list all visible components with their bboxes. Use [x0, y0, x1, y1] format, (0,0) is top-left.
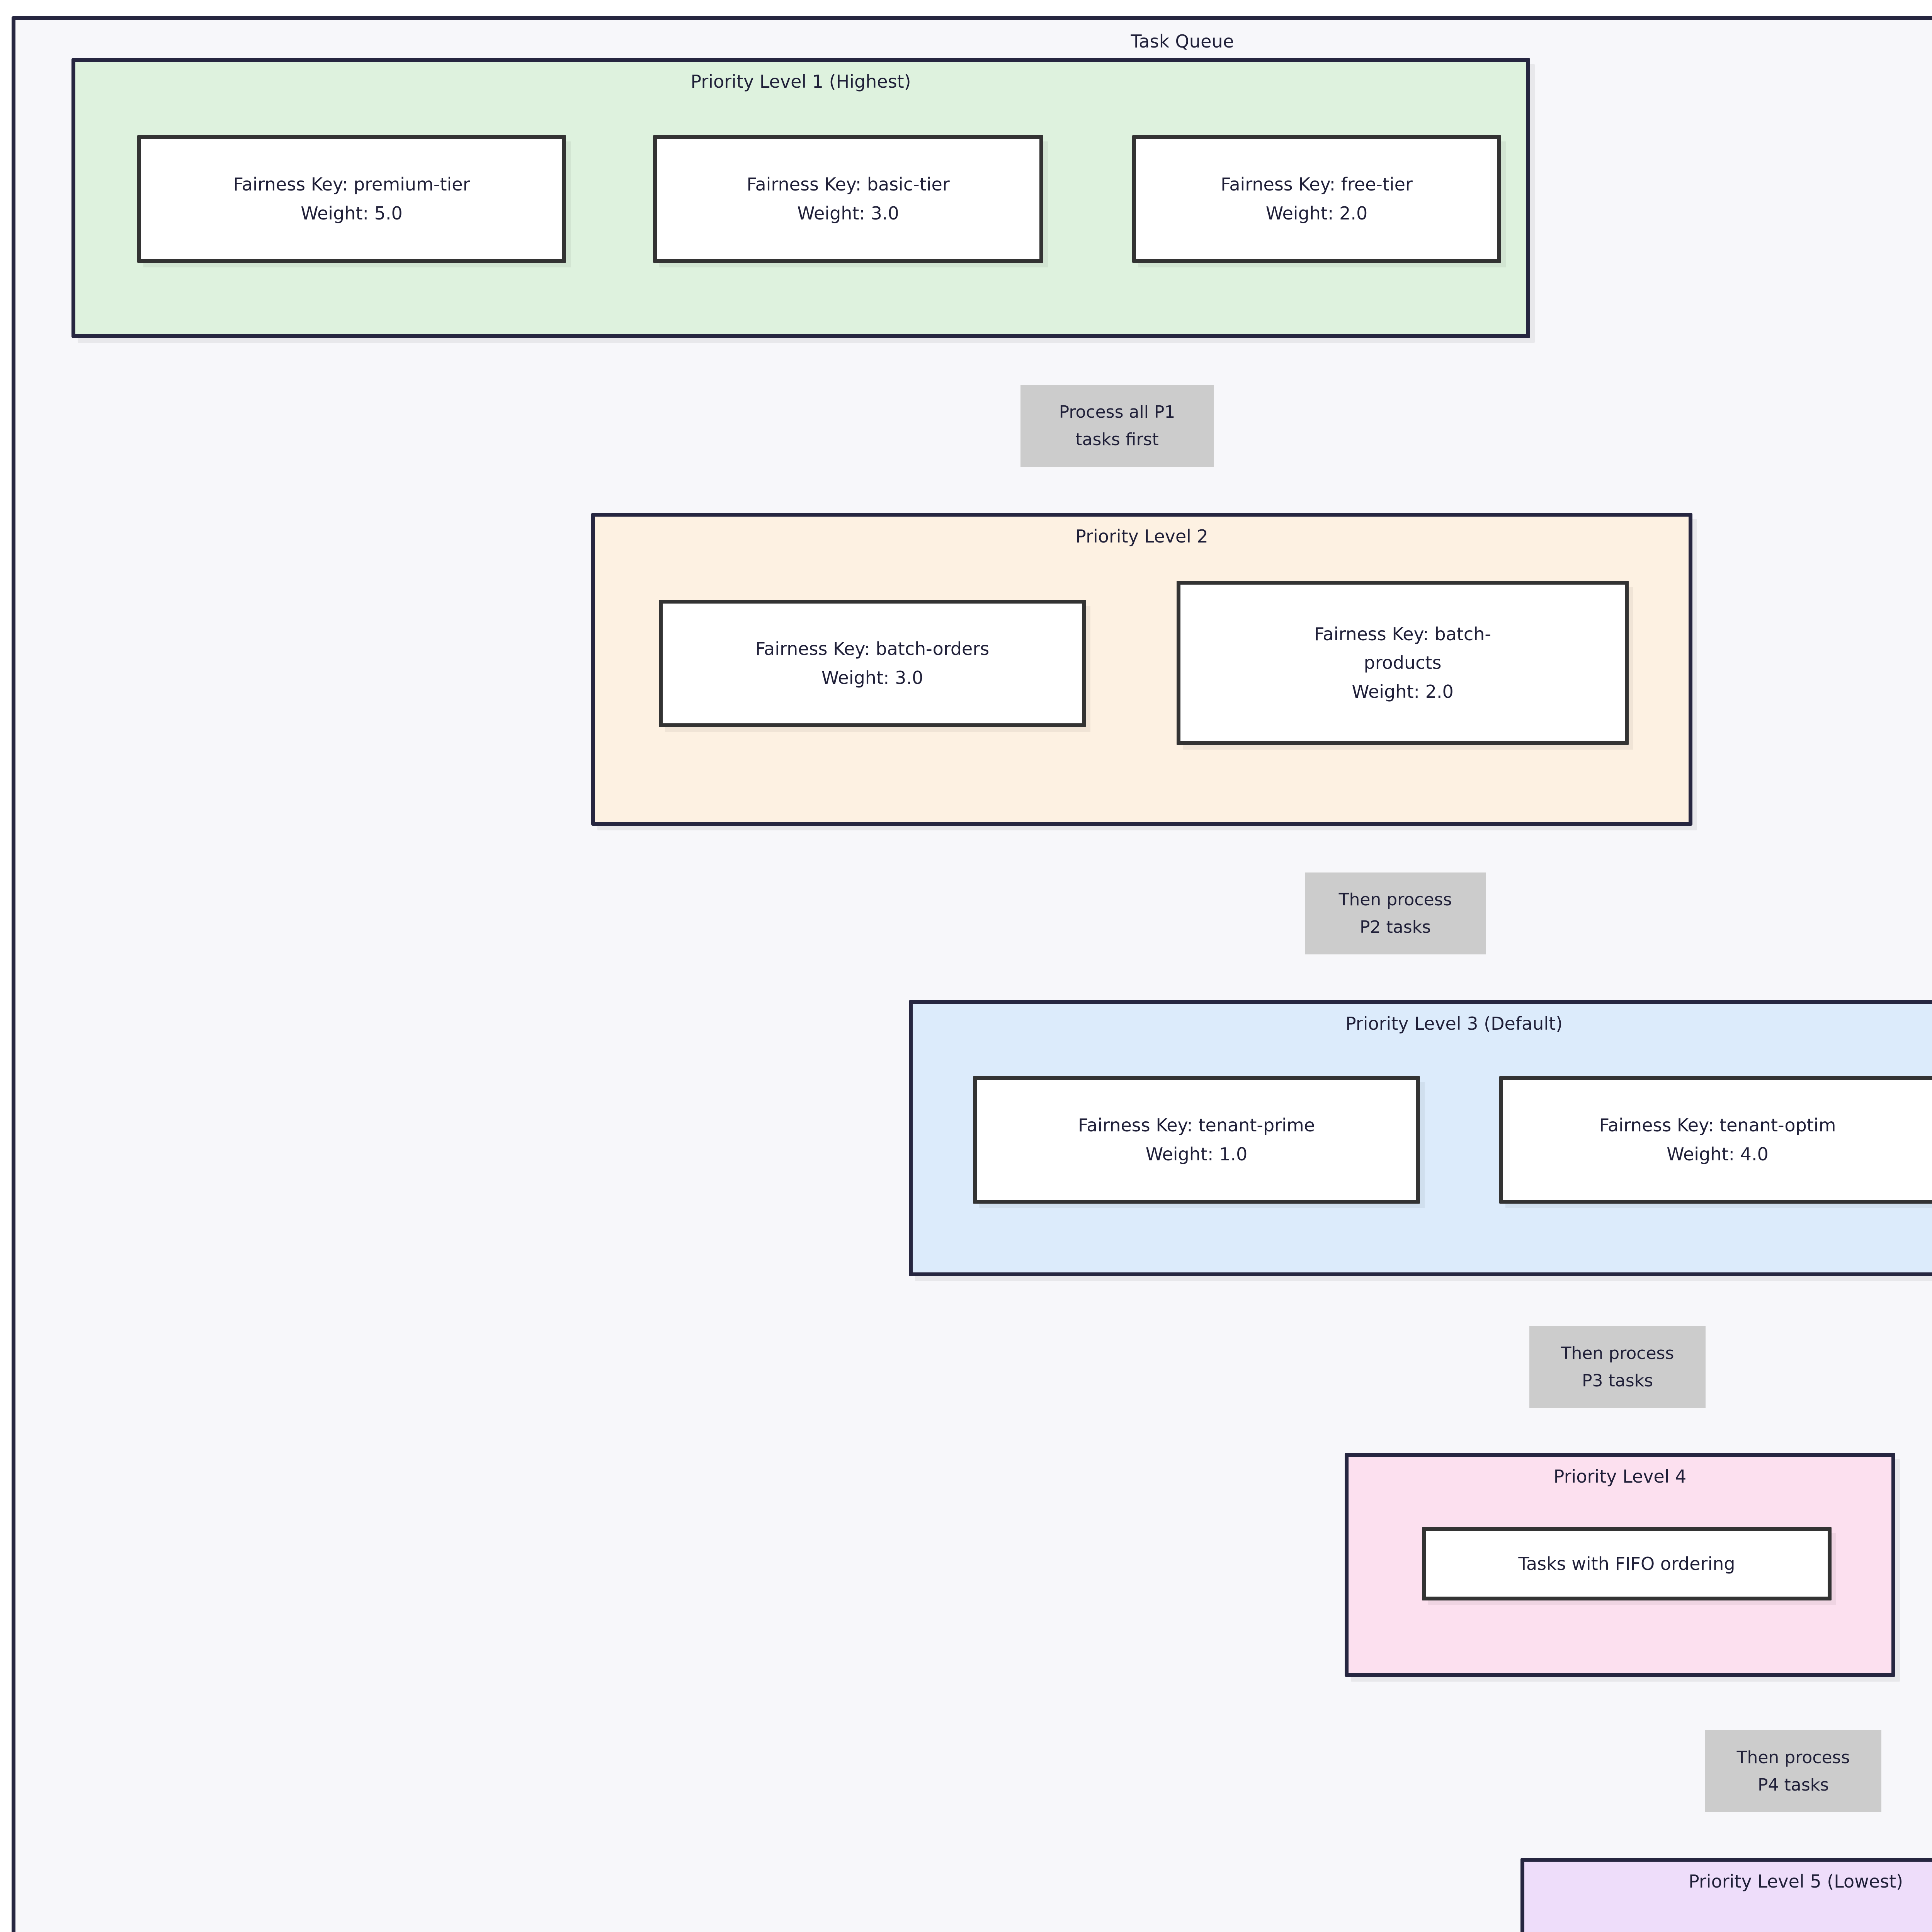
node-line-key: Fairness Key: free-tier: [1221, 174, 1413, 195]
node-line-key: Fairness Key: batch-: [1314, 623, 1491, 645]
cluster-title-priority-level-5: Priority Level 5 (Lowest): [1688, 1871, 1903, 1892]
cluster-title-priority-level-2: Priority Level 2: [1075, 526, 1208, 547]
node-fairness-premium-tier: Fairness Key: premium-tier Weight: 5.0: [137, 135, 566, 263]
cluster-priority-level-5: Priority Level 5 (Lowest): [1520, 1858, 1932, 1932]
node-line-key: Fairness Key: tenant-prime: [1078, 1115, 1315, 1136]
cluster-title-priority-level-4: Priority Level 4: [1553, 1466, 1687, 1487]
edge-label-line-1: Then process: [1561, 1343, 1674, 1363]
edge-label-line-2: P4 tasks: [1757, 1775, 1829, 1795]
edge-label-line-2: tasks first: [1075, 430, 1159, 449]
node-fairness-batch-products: Fairness Key: batch- products Weight: 2.…: [1177, 581, 1629, 745]
node-fairness-tenant-prime: Fairness Key: tenant-prime Weight: 1.0: [973, 1076, 1420, 1204]
node-line-weight: Weight: 5.0: [301, 203, 403, 224]
edge-label-line-1: Then process: [1736, 1747, 1850, 1767]
node-fairness-batch-orders: Fairness Key: batch-orders Weight: 3.0: [659, 600, 1086, 727]
node-line-key: Fairness Key: premium-tier: [233, 174, 470, 195]
edge-label-p1-to-p2: Process all P1 tasks first: [1020, 385, 1214, 467]
edge-label-line-1: Then process: [1338, 889, 1452, 910]
node-fairness-free-tier: Fairness Key: free-tier Weight: 2.0: [1132, 135, 1501, 263]
node-line-key: Fairness Key: tenant-optim: [1599, 1115, 1836, 1136]
node-p4-fifo-tasks: Tasks with FIFO ordering: [1422, 1527, 1832, 1600]
node-line-weight: Weight: 3.0: [821, 667, 923, 688]
node-line-key: Fairness Key: basic-tier: [747, 174, 950, 195]
node-line-key-cont: products: [1364, 652, 1442, 673]
cluster-title-priority-level-3: Priority Level 3 (Default): [1345, 1013, 1563, 1034]
edge-label-line-2: P2 tasks: [1359, 917, 1431, 937]
edge-label-p4-to-p5: Then process P4 tasks: [1705, 1730, 1881, 1812]
edge-label-line-1: Process all P1: [1059, 402, 1175, 422]
cluster-title-task-queue: Task Queue: [1131, 31, 1234, 52]
node-fairness-basic-tier: Fairness Key: basic-tier Weight: 3.0: [653, 135, 1043, 263]
edge-label-line-2: P3 tasks: [1582, 1371, 1653, 1391]
node-line-key: Fairness Key: batch-orders: [755, 638, 990, 660]
node-line-weight: Weight: 3.0: [797, 203, 899, 224]
node-line-weight: Weight: 2.0: [1352, 681, 1454, 702]
edge-label-p3-to-p4: Then process P3 tasks: [1529, 1326, 1706, 1408]
edge-label-p2-to-p3: Then process P2 tasks: [1305, 872, 1486, 954]
node-fairness-tenant-optim: Fairness Key: tenant-optim Weight: 4.0: [1499, 1076, 1932, 1204]
node-line-weight: Weight: 1.0: [1145, 1144, 1248, 1165]
cluster-title-priority-level-1: Priority Level 1 (Highest): [690, 71, 911, 92]
node-line-weight: Weight: 2.0: [1265, 203, 1368, 224]
node-line-weight: Weight: 4.0: [1667, 1144, 1769, 1165]
node-line-key: Tasks with FIFO ordering: [1518, 1553, 1735, 1574]
